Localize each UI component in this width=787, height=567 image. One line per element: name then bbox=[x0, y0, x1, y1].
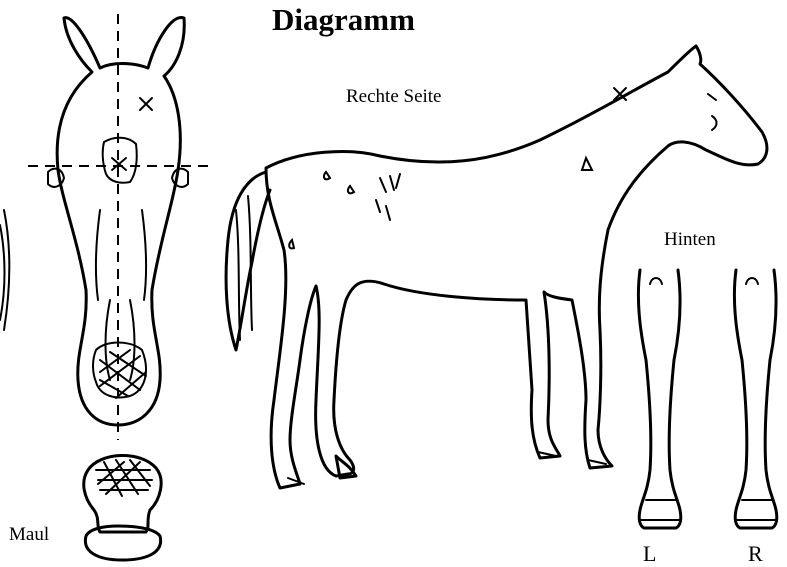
cropped-tail-fragment bbox=[0, 210, 9, 330]
head-front-view bbox=[28, 14, 212, 440]
hind-leg-right bbox=[734, 270, 776, 528]
mouth-view bbox=[84, 455, 161, 560]
hind-leg-left bbox=[638, 270, 680, 528]
horse-side-view bbox=[226, 46, 767, 488]
